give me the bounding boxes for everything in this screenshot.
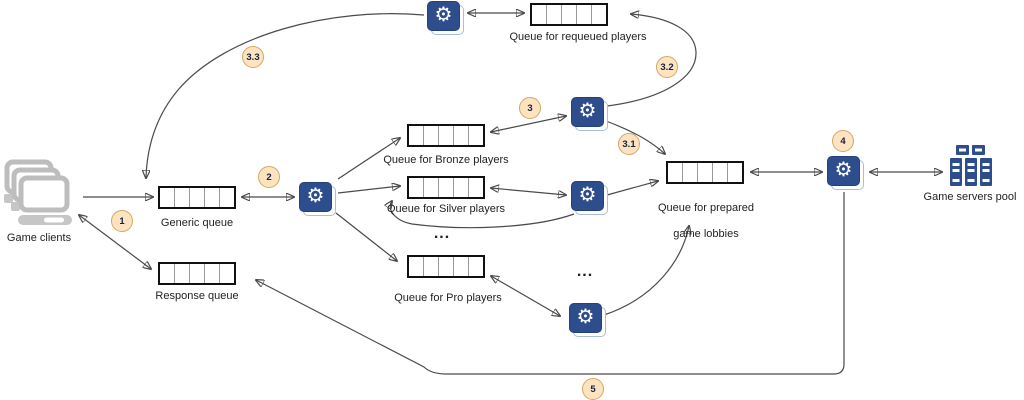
edge-requeuegear-generic (146, 13, 425, 178)
gear-icon: ⚙ (434, 4, 453, 26)
gear-service-lobby: ⚙ (827, 156, 864, 190)
bronze-queue-label: Queue for Bronze players (383, 154, 509, 166)
game-servers-icon (948, 145, 994, 196)
step-badge-5: 5 (582, 378, 604, 400)
response-queue-label: Response queue (155, 290, 239, 302)
requeued-queue-label: Queue for requeued players (509, 31, 647, 43)
step-badge-3: 3 (519, 97, 541, 119)
gear-icon: ⚙ (578, 100, 597, 122)
edge-router-pro (335, 212, 397, 261)
step-badge-3-2: 3.2 (656, 56, 678, 78)
prepared-label-line1: Queue for prepared (657, 202, 754, 214)
prepared-lobbies-queue (666, 161, 744, 184)
edge-router-bronze (337, 138, 400, 180)
edge-silvergear-prepared (606, 181, 658, 196)
edge-bronzegear-prepared (605, 120, 665, 154)
step-badge-3-3: 3.3 (242, 46, 264, 68)
edge-pro-gear (491, 276, 560, 316)
gear-icon: ⚙ (578, 184, 597, 206)
gear-icon: ⚙ (576, 306, 595, 328)
response-queue (158, 262, 236, 285)
edge-lobbygear-response (256, 192, 845, 375)
more-tier-queues-ellipsis: ... (433, 225, 451, 242)
gear-icon: ⚙ (834, 159, 853, 181)
edge-progear-prepared (603, 226, 689, 316)
silver-queue (407, 176, 485, 199)
more-tier-gears-ellipsis: ... (576, 263, 594, 280)
edge-router-silver (337, 186, 400, 194)
gear-service-silver: ⚙ (571, 181, 608, 215)
bronze-queue (407, 124, 485, 147)
step-badge-3-1: 3.1 (618, 133, 640, 155)
step-badge-2: 2 (258, 166, 280, 188)
gear-icon: ⚙ (306, 185, 325, 207)
game-servers-label: Game servers pool (923, 191, 1017, 203)
prepared-label-line2: game lobbies (673, 228, 739, 240)
step-badge-1: 1 (111, 210, 133, 232)
generic-queue-label: Generic queue (160, 217, 234, 229)
edge-clients-response (79, 215, 151, 269)
gear-service-pro: ⚙ (569, 303, 606, 337)
gear-service-bronze: ⚙ (571, 97, 608, 131)
edge-silvergear-return (390, 201, 575, 229)
game-clients-label: Game clients (6, 232, 72, 244)
generic-queue (158, 186, 236, 209)
edge-bronzegear-requeued (606, 14, 697, 107)
pro-queue-label: Queue for Pro players (394, 292, 502, 304)
pro-queue (407, 255, 485, 278)
requeued-queue (530, 3, 608, 26)
edge-bronze-gear (491, 116, 566, 132)
gear-service-requeue: ⚙ (427, 1, 464, 35)
silver-queue-label: Queue for Silver players (387, 203, 505, 215)
step-badge-4: 4 (832, 130, 854, 152)
gear-service-router: ⚙ (299, 182, 336, 216)
prepared-lobbies-queue-label: Queue for prepared game lobbies (616, 189, 796, 241)
edge-silver-gear (491, 188, 566, 195)
game-clients-icon (2, 158, 80, 233)
